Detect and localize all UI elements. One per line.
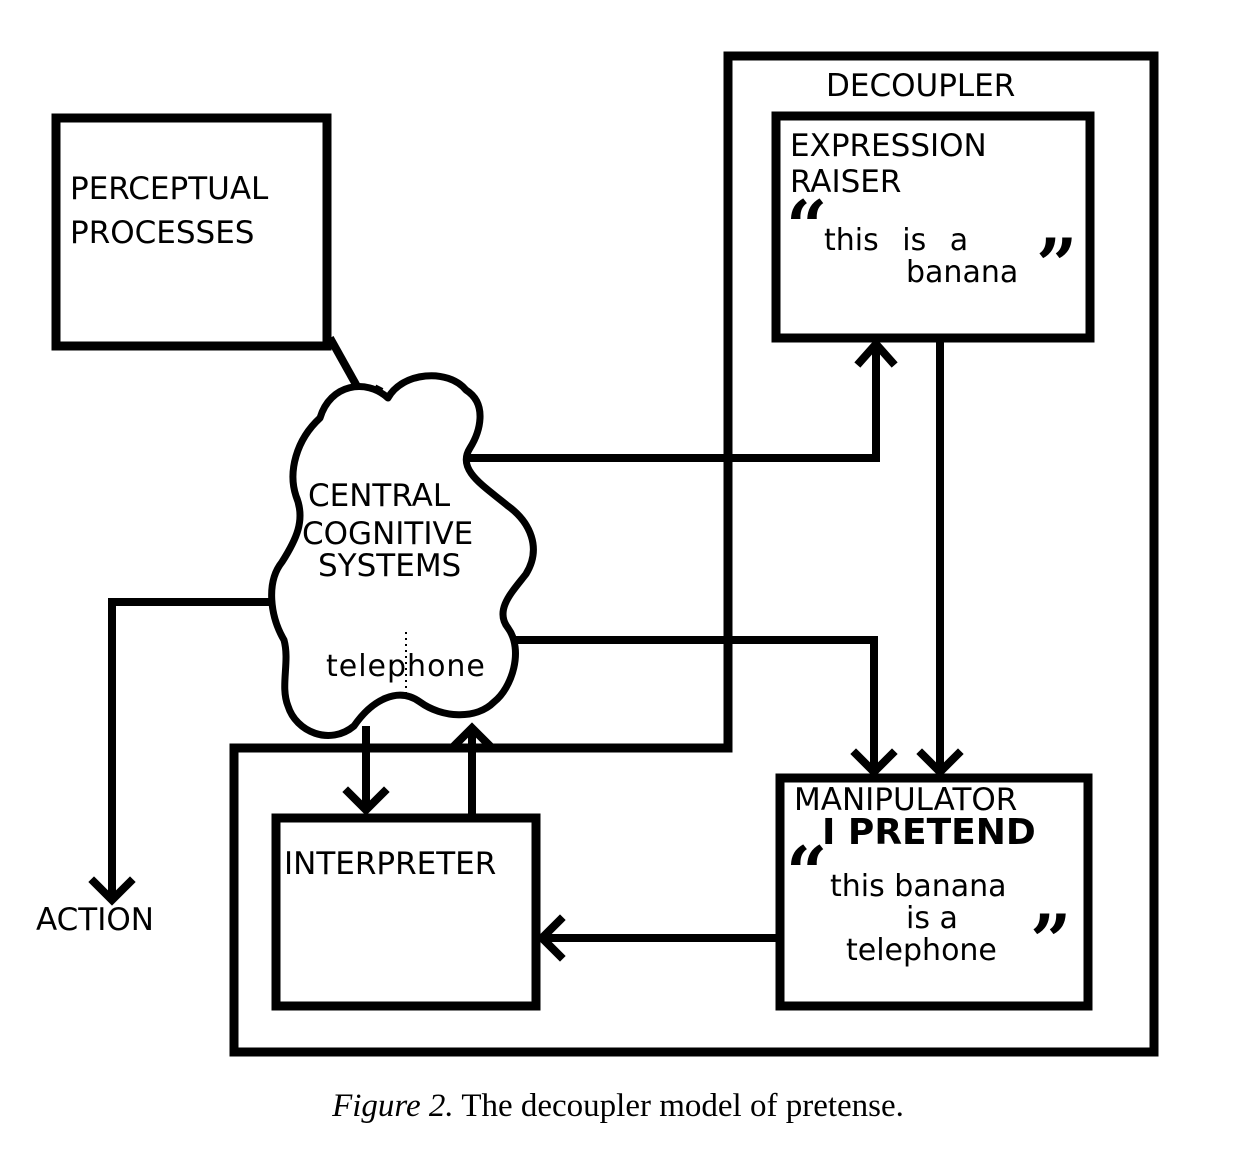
expression-to-manipulator-arrowhead — [916, 748, 964, 778]
perceptual-processes-label-2: PROCESSES — [70, 215, 255, 251]
central-to-interpreter-arrowhead — [342, 786, 390, 816]
central-cognitive-systems-cloud — [268, 372, 537, 739]
central-word-telephone: telephone — [326, 649, 486, 684]
perceptual-processes-label-1: PERCEPTUAL — [70, 171, 269, 207]
manipulator-subtitle: I PRETEND — [822, 812, 1036, 853]
expression-quote-line-2: banana — [906, 255, 1018, 290]
expression-open-quote: “ — [786, 184, 827, 269]
expression-raiser-label-2: RAISER — [790, 164, 901, 200]
central-to-manipulator-arrowhead — [850, 748, 898, 778]
manipulator-to-interpreter-arrowhead — [536, 914, 566, 962]
manipulator-box — [775, 773, 1093, 1011]
decoupler-region-outline — [229, 51, 1159, 1057]
central-label-3: SYSTEMS — [318, 548, 461, 584]
interpreter-to-central-arrowhead — [450, 722, 494, 750]
perceptual-processes-box — [51, 113, 332, 351]
decoupler-diagram: DECOUPLER PERCEPTUAL PROCESSES EXPRESSIO… — [36, 51, 1159, 1057]
central-label-2: COGNITIVE — [302, 516, 473, 552]
central-to-manipulator-connector — [510, 636, 878, 770]
central-to-expression-arrowhead — [854, 337, 898, 368]
figure-caption-text: The decoupler model of pretense. — [461, 1088, 904, 1124]
manipulator-quote-line-2: is a — [906, 901, 958, 936]
manipulator-quote-line-3: telephone — [846, 933, 997, 968]
interpreter-label: INTERPRETER — [284, 846, 496, 882]
central-to-action-arrowhead — [88, 876, 136, 906]
central-to-expression-connector — [466, 346, 880, 462]
interpreter-box — [271, 813, 541, 1011]
action-label: ACTION — [36, 902, 154, 938]
expression-close-quote: ” — [1036, 222, 1077, 307]
expression-raiser-box — [771, 111, 1095, 343]
decoupler-title: DECOUPLER — [826, 68, 1015, 104]
manipulator-close-quote: ” — [1030, 898, 1071, 983]
expression-quote-line-1: this is a — [824, 223, 968, 258]
central-to-action-connector — [108, 598, 292, 898]
central-label-1: CENTRAL — [308, 478, 451, 514]
figure-label: Figure 2. — [332, 1088, 454, 1124]
manipulator-title: MANIPULATOR — [794, 782, 1017, 818]
expression-raiser-label-1: EXPRESSION — [790, 128, 987, 164]
manipulator-quote-line-1: this banana — [830, 869, 1007, 904]
figure-caption: Figure 2. The decoupler model of pretens… — [0, 1088, 1236, 1125]
manipulator-open-quote: “ — [786, 830, 827, 915]
